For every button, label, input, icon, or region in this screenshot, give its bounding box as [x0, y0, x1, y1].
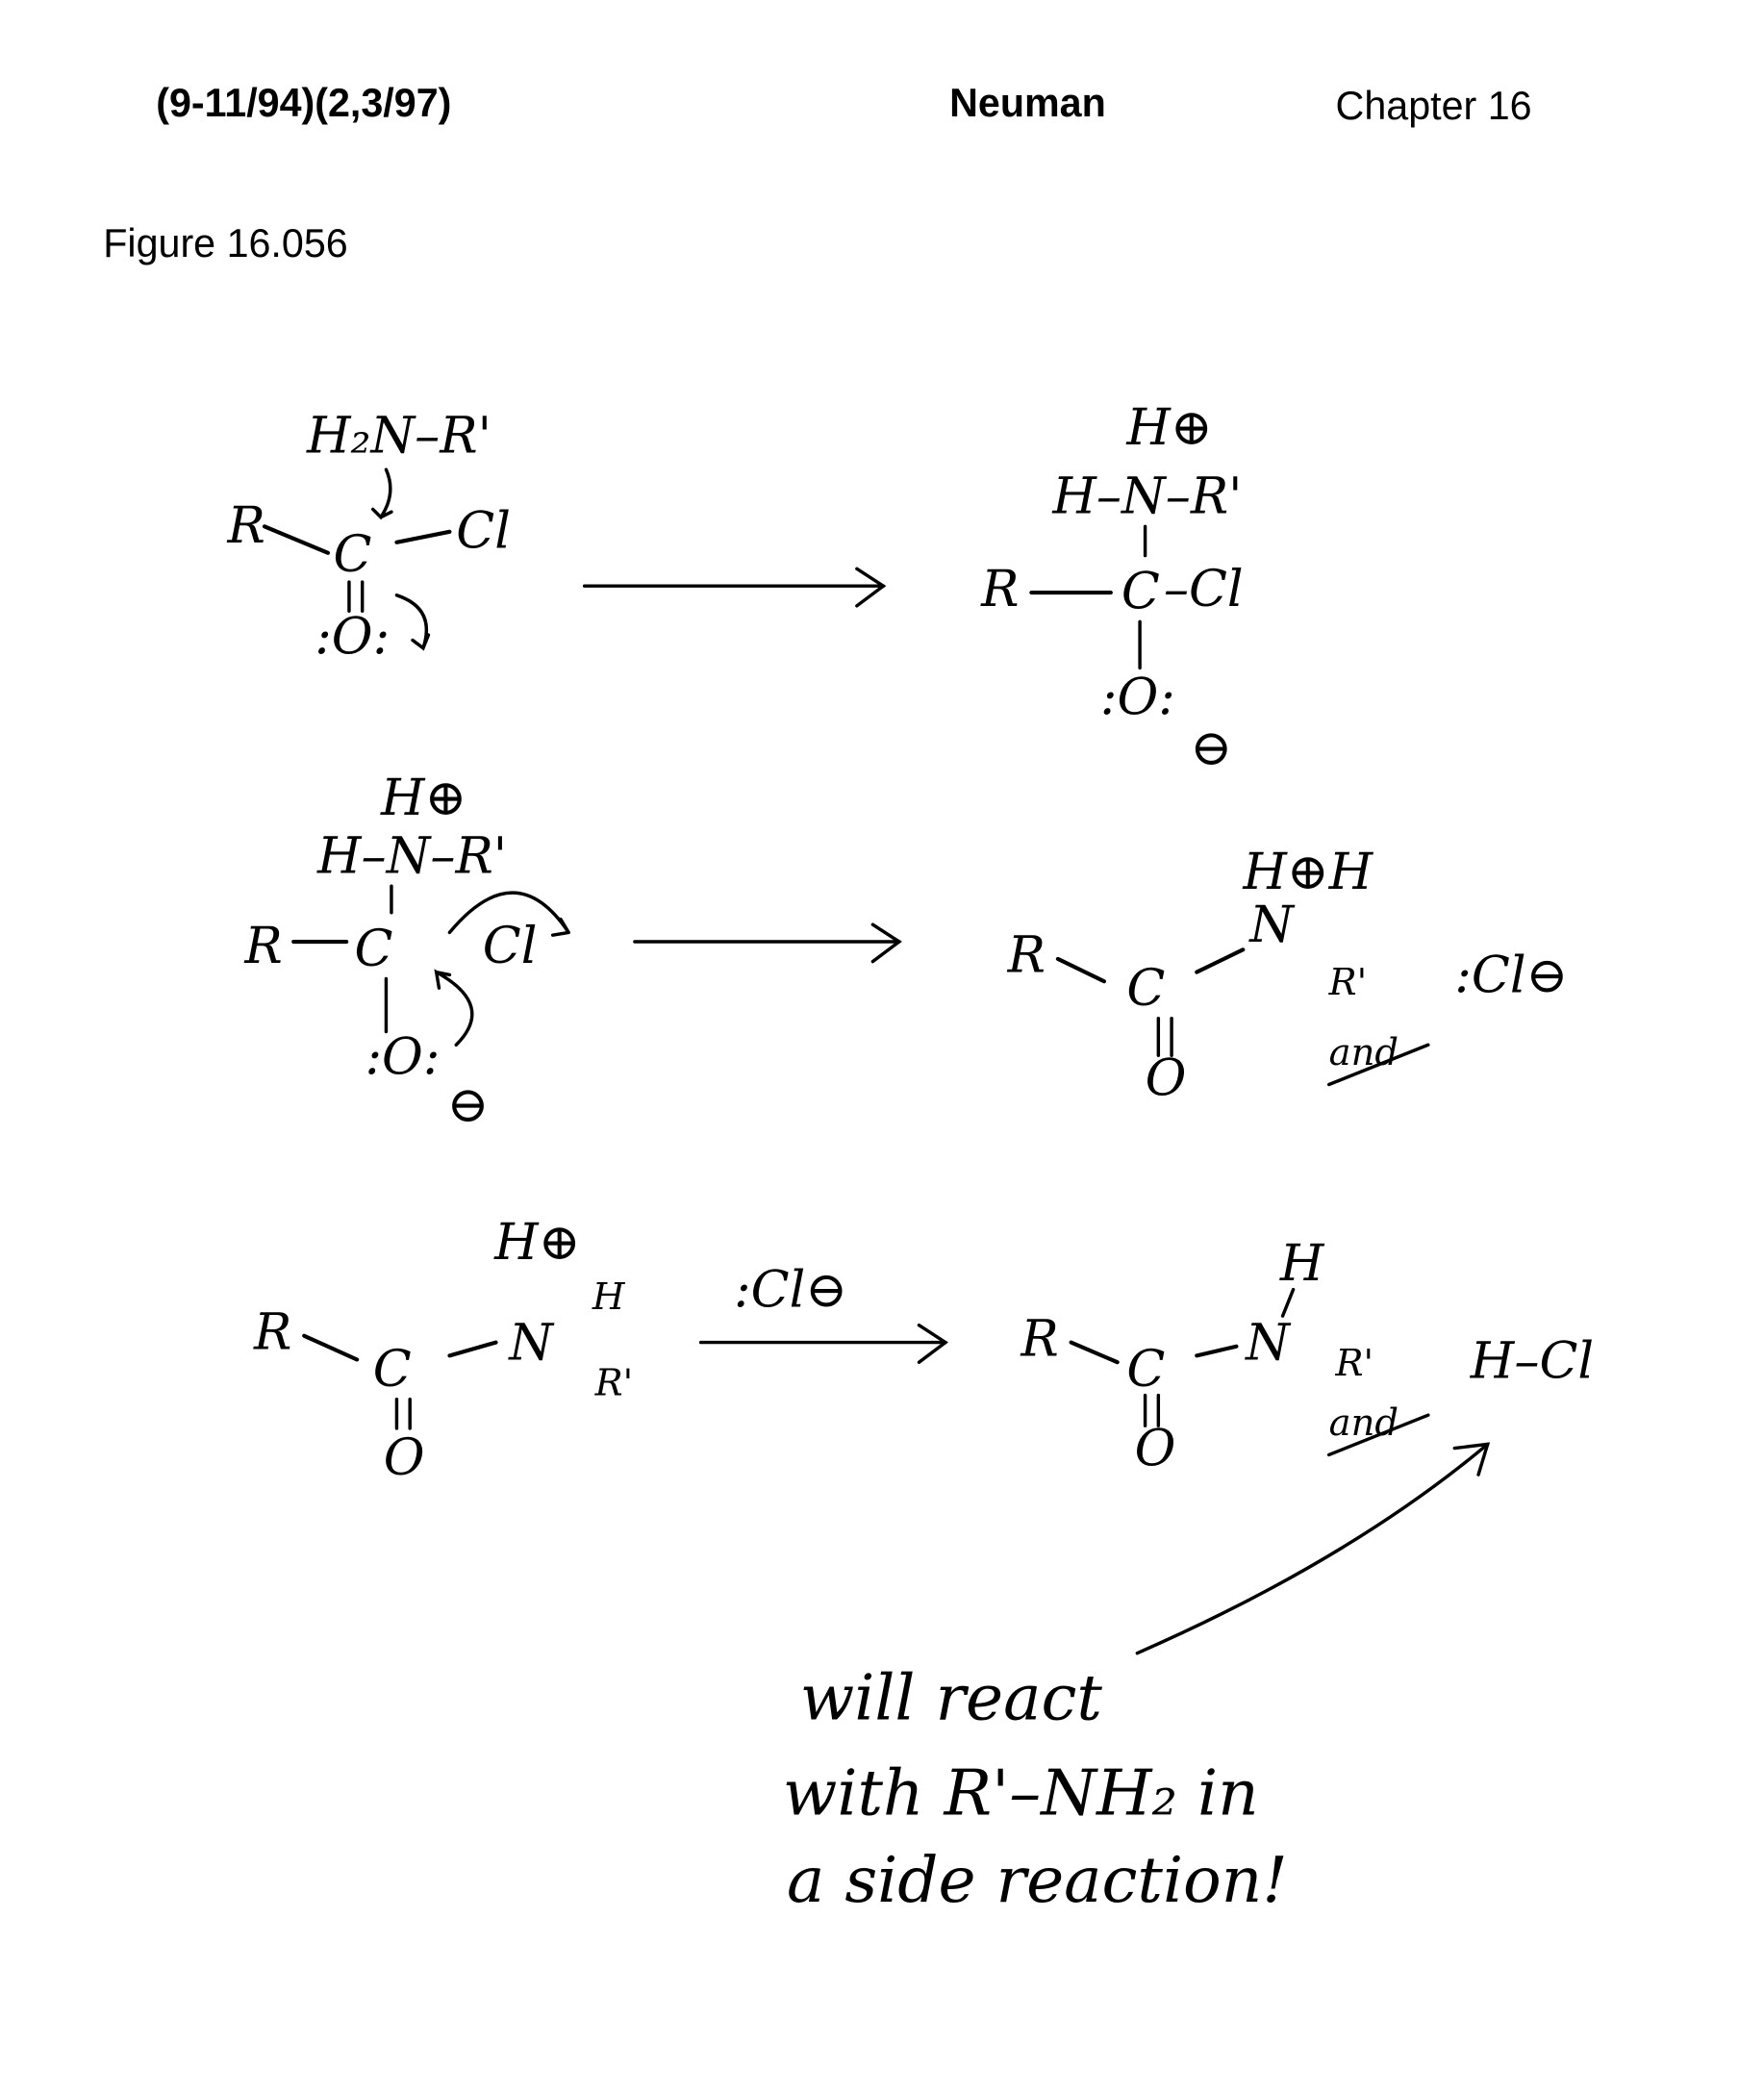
- n-label: N: [1244, 1314, 1292, 1372]
- h-plus-label: H⊕: [1125, 399, 1212, 457]
- row3-product: H R C N R' O and H–Cl: [1020, 1235, 1594, 1477]
- bond: [1069, 1340, 1120, 1365]
- c-label: C: [1121, 564, 1160, 621]
- bond: [302, 1333, 360, 1362]
- c-label: C: [1126, 960, 1165, 1018]
- hcl-label: H–Cl: [1470, 1333, 1594, 1391]
- arrow-head: [1452, 1442, 1491, 1477]
- figure-label: Figure 16.056: [103, 221, 347, 265]
- note-line3: a side reaction!: [787, 1843, 1288, 1917]
- cl-label: Cl: [456, 502, 511, 560]
- row1-reactant: H₂N–R' R C Cl :O:: [226, 407, 511, 666]
- o-label: :O:: [1100, 669, 1175, 727]
- r-label: R: [1007, 927, 1046, 985]
- r-label: R: [1020, 1310, 1058, 1368]
- o-label: O: [1135, 1420, 1176, 1477]
- underline: [1326, 1043, 1430, 1087]
- o-label: :O:: [365, 1028, 440, 1086]
- arrow-head: [917, 1323, 948, 1364]
- bond: [1055, 956, 1107, 984]
- electron-arrow: [434, 969, 474, 1047]
- reagent-chloride: :Cl⊖: [734, 1261, 847, 1319]
- h-plus-label: H⊕: [493, 1214, 580, 1272]
- minus-charge: ⊖: [447, 1076, 490, 1134]
- c-label: C: [373, 1341, 412, 1399]
- bond: [394, 529, 452, 544]
- minus-charge: ⊖: [1190, 719, 1232, 777]
- bond: [447, 1340, 498, 1358]
- electron-arrow: [447, 891, 570, 937]
- header-chapter: Chapter 16: [1336, 84, 1532, 128]
- r-prime-label: R': [1328, 961, 1368, 1004]
- header-dates: (9-11/94)(2,3/97): [156, 81, 451, 125]
- amine-label: H₂N–R': [306, 407, 491, 465]
- cl-label: –Cl: [1164, 561, 1244, 618]
- bond: [262, 524, 331, 555]
- hnr-label: H–N–R': [316, 828, 507, 886]
- row3-reactant: H⊕ H R C N R' O: [253, 1214, 633, 1487]
- bond: [1195, 947, 1246, 974]
- note-line2: with R'–NH₂ in: [783, 1755, 1259, 1830]
- chloride-label: :Cl⊖: [1454, 947, 1568, 1004]
- r-prime-label: R': [594, 1362, 634, 1405]
- cl-label: Cl: [483, 918, 538, 975]
- row2-reactant: H⊕ H–N–R' R C Cl :O: ⊖: [243, 770, 570, 1134]
- h-label: H: [1279, 1235, 1325, 1293]
- annotation-arrow: [1135, 1442, 1490, 1655]
- header-author: Neuman: [949, 81, 1106, 125]
- bond: [1280, 1287, 1296, 1318]
- electron-arrow: [370, 467, 393, 520]
- arrow-head: [855, 567, 887, 608]
- electron-arrow: [394, 593, 431, 651]
- c-label: C: [333, 526, 371, 584]
- h-plus-label: H⊕H: [1242, 844, 1373, 901]
- underline: [1326, 1413, 1430, 1457]
- o-label: O: [1146, 1049, 1187, 1107]
- r-label: R: [226, 497, 265, 555]
- row2-product: H⊕H R C N R' O and :Cl⊖: [1007, 844, 1569, 1107]
- bond: [1195, 1344, 1239, 1358]
- c-label: C: [1126, 1341, 1165, 1399]
- and-label: and: [1329, 1401, 1399, 1445]
- note-line1: will react: [800, 1660, 1103, 1734]
- r-label: R: [253, 1303, 291, 1361]
- n-label: N: [1247, 896, 1296, 954]
- h-label: H: [592, 1275, 626, 1319]
- r-label: R: [980, 561, 1019, 618]
- hnr-label: H–N–R': [1051, 468, 1242, 526]
- arrow-head: [870, 922, 902, 964]
- r-label: R: [243, 918, 282, 975]
- h-plus-label: H⊕: [380, 770, 466, 827]
- row1-product: H⊕ H–N–R' R C –Cl :O: ⊖: [980, 399, 1244, 777]
- o-label: :O:: [315, 608, 390, 666]
- and-label: and: [1329, 1031, 1399, 1074]
- n-label: N: [507, 1314, 555, 1372]
- o-label: O: [384, 1429, 425, 1487]
- c-label: C: [354, 921, 392, 978]
- r-prime-label: R': [1335, 1342, 1374, 1385]
